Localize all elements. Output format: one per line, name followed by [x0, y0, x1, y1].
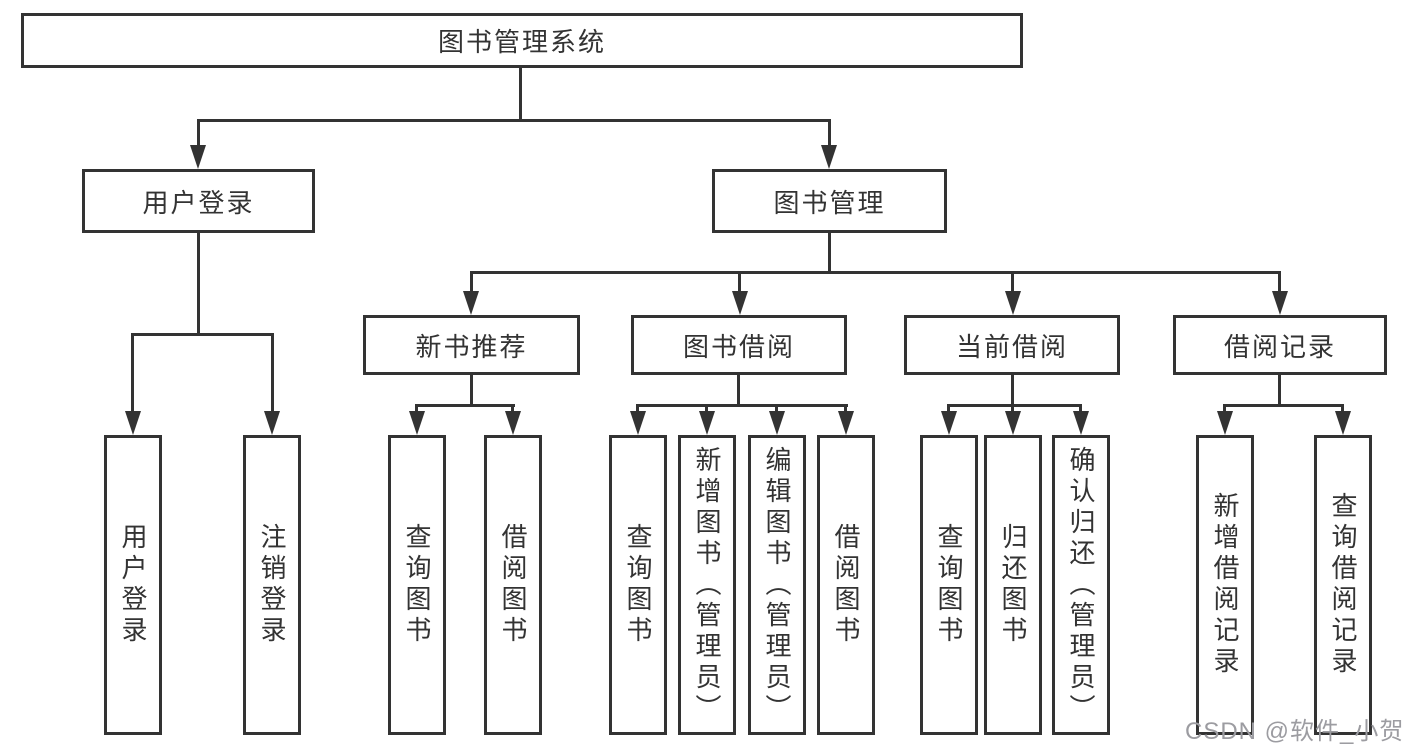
leaf-label: 确认归还（管理员）	[1066, 445, 1096, 725]
node-current-borrow: 当前借阅	[904, 315, 1120, 375]
leaf-label: 借阅图书	[498, 523, 528, 647]
leaf-label: 借阅图书	[831, 523, 861, 647]
arrow-down-icon	[505, 411, 521, 435]
connector-line	[1223, 404, 1226, 416]
arrow-down-icon	[1272, 291, 1288, 315]
arrow-down-icon	[1005, 411, 1021, 435]
connector-line	[828, 233, 831, 274]
leaf-confirm-return-admin: 确认归还（管理员）	[1052, 435, 1110, 735]
connector-line	[1278, 375, 1281, 407]
arrow-down-icon	[264, 411, 280, 435]
leaf-label: 新增图书（管理员）	[692, 445, 722, 725]
arrow-down-icon	[838, 411, 854, 435]
connector-line	[1011, 375, 1014, 407]
connector-line	[775, 404, 778, 416]
node-book-borrow: 图书借阅	[631, 315, 847, 375]
leaf-borrow-books-recommend: 借阅图书	[484, 435, 542, 735]
leaf-borrow-books: 借阅图书	[817, 435, 875, 735]
arrow-down-icon	[190, 145, 206, 169]
leaf-query-books-recommend: 查询图书	[388, 435, 446, 735]
connector-line	[1341, 404, 1344, 416]
leaf-logout: 注销登录	[243, 435, 301, 735]
connector-line	[519, 68, 522, 122]
leaf-label: 新增借阅记录	[1210, 492, 1240, 678]
node-new-book-recommend: 新书推荐	[363, 315, 580, 375]
connector-line	[1224, 404, 1344, 407]
connector-line	[737, 375, 740, 407]
arrow-down-icon	[630, 411, 646, 435]
leaf-add-book-admin: 新增图书（管理员）	[678, 435, 736, 735]
connector-line	[470, 375, 473, 407]
csdn-watermark: CSDN @软件_小贺同学	[1185, 718, 1405, 745]
leaf-label: 注销登录	[257, 523, 287, 647]
node-library-management-system: 图书管理系统	[21, 13, 1023, 68]
arrow-down-icon	[1217, 411, 1233, 435]
leaf-label: 查询图书	[623, 523, 653, 647]
connector-line	[1278, 271, 1281, 295]
connector-line	[1011, 271, 1014, 295]
leaf-label: 查询图书	[402, 523, 432, 647]
connector-line	[131, 333, 134, 415]
connector-line	[470, 271, 1281, 274]
connector-line	[1011, 404, 1014, 416]
arrow-down-icon	[769, 411, 785, 435]
connector-line	[1079, 404, 1082, 416]
connector-line	[271, 333, 274, 415]
connector-line	[197, 119, 200, 149]
leaf-label: 查询图书	[934, 523, 964, 647]
leaf-edit-book-admin: 编辑图书（管理员）	[748, 435, 806, 735]
connector-line	[470, 271, 473, 295]
arrow-down-icon	[1335, 411, 1351, 435]
leaf-user-login: 用户登录	[104, 435, 162, 735]
connector-line	[415, 404, 418, 416]
leaf-query-borrow-record: 查询借阅记录	[1314, 435, 1372, 735]
arrow-down-icon	[732, 291, 748, 315]
arrow-down-icon	[125, 411, 141, 435]
arrow-down-icon	[1005, 291, 1021, 315]
connector-line	[197, 119, 831, 122]
arrow-down-icon	[1073, 411, 1089, 435]
connector-line	[132, 333, 274, 336]
connector-line	[197, 233, 200, 335]
node-user-login: 用户登录	[82, 169, 315, 233]
connector-line	[511, 404, 514, 416]
node-borrow-records: 借阅记录	[1173, 315, 1387, 375]
leaf-query-books-current: 查询图书	[920, 435, 978, 735]
arrow-down-icon	[699, 411, 715, 435]
connector-line	[948, 404, 1082, 407]
connector-line	[947, 404, 950, 416]
arrow-down-icon	[941, 411, 957, 435]
connector-line	[844, 404, 847, 416]
connector-line	[637, 404, 848, 407]
connector-line	[828, 119, 831, 149]
node-book-management: 图书管理	[712, 169, 947, 233]
arrow-down-icon	[463, 291, 479, 315]
connector-line	[738, 271, 741, 295]
leaf-query-books-borrow: 查询图书	[609, 435, 667, 735]
leaf-label: 归还图书	[998, 523, 1028, 647]
leaf-label: 用户登录	[118, 523, 148, 647]
leaf-label: 编辑图书（管理员）	[762, 445, 792, 725]
connector-line	[705, 404, 708, 416]
leaf-add-borrow-record: 新增借阅记录	[1196, 435, 1254, 735]
leaf-label: 查询借阅记录	[1328, 492, 1358, 678]
leaf-return-book: 归还图书	[984, 435, 1042, 735]
connector-line	[636, 404, 639, 416]
connector-line	[416, 404, 515, 407]
arrow-down-icon	[821, 145, 837, 169]
arrow-down-icon	[409, 411, 425, 435]
